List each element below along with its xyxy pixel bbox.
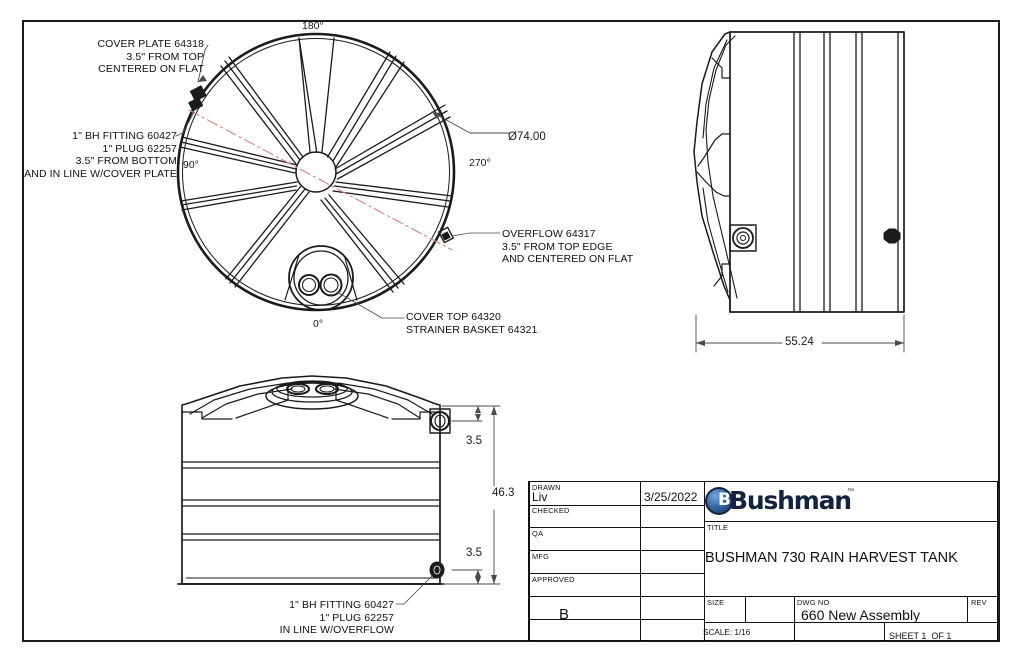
tb-hline-3 (529, 550, 704, 551)
tb-label-approved: APPROVED (532, 575, 575, 584)
tb-hline-logo (704, 521, 999, 522)
tb-vline-size (745, 596, 746, 622)
tb-hline-5 (529, 596, 704, 597)
water-drop-icon (707, 489, 731, 513)
dim-top-offset: 3.5 (466, 435, 482, 447)
tb-vline-2 (704, 482, 705, 642)
logo-wordmark: Bushman (729, 486, 852, 515)
note-overflow: OVERFLOW 64317 3.5" FROM TOP EDGE AND CE… (502, 228, 634, 266)
tb-label-title: TITLE (707, 523, 729, 532)
tb-label-size: SIZE (707, 598, 725, 607)
tb-label-qa: QA (532, 529, 544, 538)
tb-label-checked: CHECKED (532, 506, 570, 515)
bushman-logo: B Bushman ™ (705, 486, 859, 516)
angle-label-180: 180° (302, 20, 324, 32)
note-cover-top: COVER TOP 64320 STRAINER BASKET 64321 (406, 311, 538, 336)
angle-label-0: 0° (313, 318, 324, 330)
tb-hline-dwg (704, 622, 999, 623)
dim-bottom-offset: 3.5 (466, 547, 482, 559)
sheet-border (22, 20, 1000, 642)
tb-value-drawn[interactable]: Liv (532, 490, 548, 504)
angle-label-270: 270° (469, 157, 491, 169)
tb-vline-0 (529, 482, 530, 642)
tb-vline-1 (640, 482, 641, 642)
dim-overall-height: 46.3 (492, 487, 515, 499)
tb-label-dwgno: DWG NO (797, 598, 830, 607)
tb-value-scale: SCALE: 1/16 (703, 628, 751, 637)
logo-badge-circle (705, 487, 733, 515)
tb-label-mfg: MFG (532, 552, 550, 561)
dim-side-width: 55.24 (785, 336, 814, 348)
note-bh-fitting-bottom: 1" BH FITTING 60427 1" PLUG 62257 IN LIN… (279, 599, 394, 637)
tb-vline-dwg (794, 596, 795, 642)
tb-value-title: BUSHMAN 730 RAIN HARVEST TANK (705, 550, 958, 566)
logo-trademark: ™ (847, 488, 854, 495)
note-bh-fitting-top: 1" BH FITTING 60427 1" PLUG 62257 3.5" F… (24, 130, 177, 180)
tb-hline-2 (529, 527, 704, 528)
tb-hline-6 (529, 619, 704, 620)
tb-label-rev: REV (971, 598, 987, 607)
tb-value-sheet: SHEET 1 OF 1 (889, 631, 952, 641)
tb-label-drawn: DRAWN (532, 483, 561, 492)
tb-hline-title (704, 596, 999, 597)
title-block: DRAWN Liv 3/25/2022 CHECKED QA MFG APPRO… (528, 481, 999, 642)
tb-hline-1 (529, 505, 704, 506)
angle-label-90: 90° (183, 159, 199, 171)
dim-diameter: Ø74.00 (508, 131, 546, 143)
tb-vline-sheet (884, 622, 885, 642)
note-cover-plate: COVER PLATE 64318 3.5" FROM TOP CENTERED… (97, 38, 204, 76)
tb-value-drawn-date[interactable]: 3/25/2022 (644, 490, 698, 504)
tb-vline-rev (967, 596, 968, 622)
logo-badge-letter: B (718, 490, 731, 510)
tb-value-size: B (559, 606, 570, 623)
tb-value-dwgno[interactable]: 660 New Assembly (801, 607, 921, 623)
tb-hline-4 (529, 573, 704, 574)
